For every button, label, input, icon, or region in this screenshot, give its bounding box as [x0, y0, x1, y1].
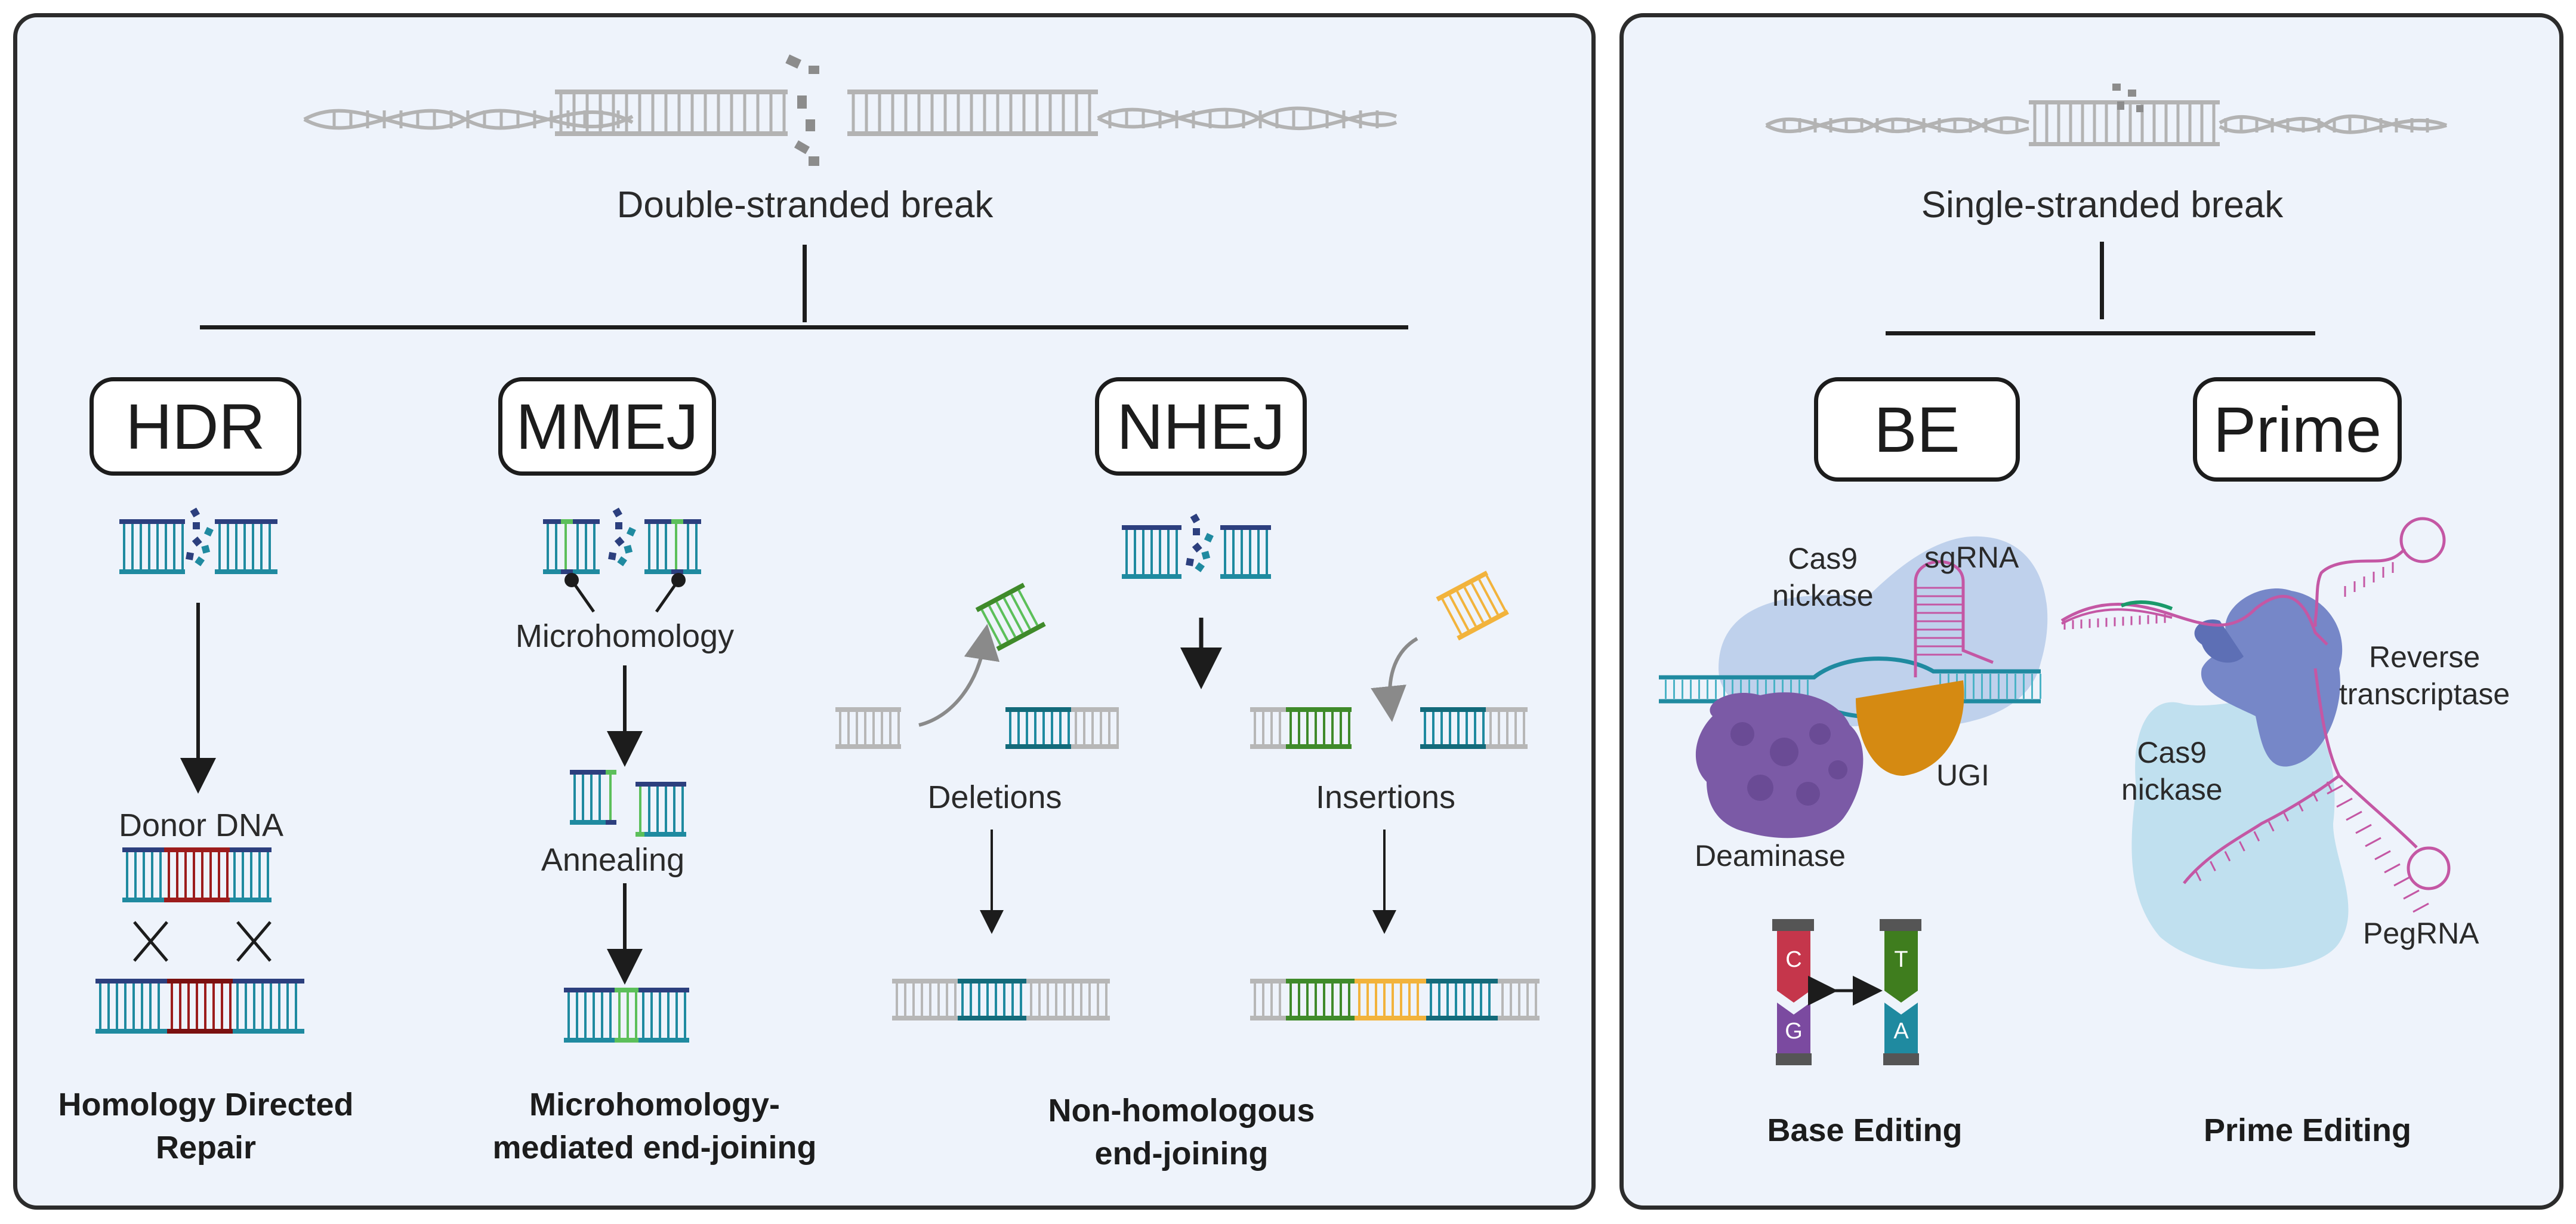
pe-cas9-nickase-shape — [2131, 699, 2349, 969]
pe-pegrna-label: PegRNA — [2363, 917, 2479, 950]
nhej-ins-result-dna — [1250, 979, 1540, 1020]
base-t-letter: T — [1894, 947, 1908, 972]
be-deaminase-texture — [1730, 722, 1847, 806]
nhej-deleted-fragment — [975, 582, 1046, 652]
nhej-ins-left-dna — [1250, 707, 1352, 749]
mmej-dna-left — [543, 507, 701, 574]
be-ugi-shape — [1856, 680, 1964, 776]
nhej-label: NHEJ — [1116, 390, 1285, 463]
ssb-title: Single-stranded break — [1921, 184, 2284, 226]
nhej-box: NHEJ — [1095, 377, 1307, 476]
pe-cas9-label: Cas9 nickase — [2121, 734, 2223, 808]
nhej-dna-left — [1122, 513, 1271, 579]
mmej-repaired-dna — [564, 988, 689, 1043]
be-base-pair-left: C G — [1772, 919, 1814, 1065]
ssb-top-break-fragments — [2112, 84, 2143, 112]
hdr-label: HDR — [125, 390, 266, 463]
mmej-box: MMEJ — [498, 377, 716, 476]
be-caption: Base Editing — [1767, 1112, 1963, 1148]
hdr-dna-left — [119, 507, 277, 574]
pe-rt-label-line-2: transcriptase — [2339, 677, 2510, 711]
pe-rt-label-line-1: Reverse — [2369, 640, 2481, 674]
nhej-insertions-label: Insertions — [1315, 779, 1456, 815]
pe-pegrna-strand — [2061, 608, 2173, 630]
hdr-dna-right — [215, 519, 277, 574]
nhej-del-right-dna — [1005, 707, 1119, 749]
mmej-annealing-label: Annealing — [541, 842, 685, 878]
mmej-anneal-left — [570, 770, 686, 837]
pe-cas9-label-line-1: Cas9 — [2137, 736, 2207, 769]
hdr-caption: Homology Directed Repair — [58, 1083, 353, 1169]
mmej-microhomology-label: Microhomology — [515, 618, 735, 654]
pe-cas9-label-line-2: nickase — [2121, 773, 2223, 806]
nhej-caption-line-1: Non-homologous — [1048, 1093, 1315, 1129]
hdr-donor-dna — [122, 847, 272, 902]
ssb-branch-line — [1886, 331, 2315, 335]
be-box: BE — [1814, 377, 2020, 482]
mmej-anneal-right — [635, 782, 686, 837]
dsb-title: Double-stranded break — [616, 184, 994, 226]
base-c-letter: C — [1785, 947, 1801, 972]
nhej-del-result-dna — [892, 979, 1110, 1020]
be-deaminase-label: Deaminase — [1695, 839, 1846, 872]
hdr-caption-line-1: Homology Directed — [58, 1087, 354, 1123]
hdr-box: HDR — [90, 377, 301, 476]
be-ugi-label: UGI — [1936, 759, 1989, 792]
mmej-caption-line-2: mediated end-joining — [492, 1130, 817, 1166]
nhej-ins-right-dna — [1420, 707, 1528, 749]
be-sgrna-label: sgRNA — [1924, 541, 2019, 574]
pe-rt-shape — [2201, 588, 2343, 767]
be-cas9-label-line-1: Cas9 — [1788, 542, 1858, 575]
pe-rt-label: Reverse transcriptase — [2339, 639, 2510, 713]
dsb-stem-line — [803, 245, 807, 322]
be-label: BE — [1874, 393, 1960, 465]
nhej-caption-line-2: end-joining — [1094, 1136, 1269, 1171]
ssb-stem-line — [2100, 242, 2104, 319]
nhej-dna-right — [1220, 525, 1271, 579]
nhej-deletions-label: Deletions — [927, 779, 1062, 815]
be-cas9-label: Cas9 nickase — [1772, 540, 1874, 614]
nhej-caption: Non-homologous end-joining — [1048, 1089, 1315, 1175]
mmej-dna-right — [644, 519, 701, 574]
hdr-caption-line-2: Repair — [155, 1130, 257, 1166]
nhej-del-left-dna — [835, 707, 901, 749]
hdr-crossover-marks — [133, 921, 272, 962]
base-g-letter: G — [1785, 1019, 1803, 1044]
prime-label: Prime — [2213, 393, 2382, 465]
be-cas9-label-line-2: nickase — [1772, 579, 1874, 612]
dsb-branch-line — [200, 325, 1408, 329]
be-sgrna-strand — [1914, 560, 1994, 677]
mmej-caption: Microhomology- mediated end-joining — [492, 1083, 816, 1169]
mmej-microhomology-pointers — [571, 581, 679, 613]
nhej-inserted-fragment — [1436, 571, 1509, 641]
dsb-top-break-fragments — [785, 54, 819, 166]
prime-caption: Prime Editing — [2203, 1112, 2412, 1148]
base-a-letter: A — [1893, 1019, 1909, 1044]
hdr-repaired-dna — [95, 979, 304, 1034]
prime-box: Prime — [2193, 377, 2402, 482]
hdr-donor-label: Donor DNA — [118, 807, 284, 843]
pe-rt-shape-2 — [2194, 619, 2244, 663]
be-base-pair-right: T A — [1880, 919, 1921, 1065]
mmej-caption-line-1: Microhomology- — [529, 1087, 780, 1123]
mmej-label: MMEJ — [516, 390, 699, 463]
